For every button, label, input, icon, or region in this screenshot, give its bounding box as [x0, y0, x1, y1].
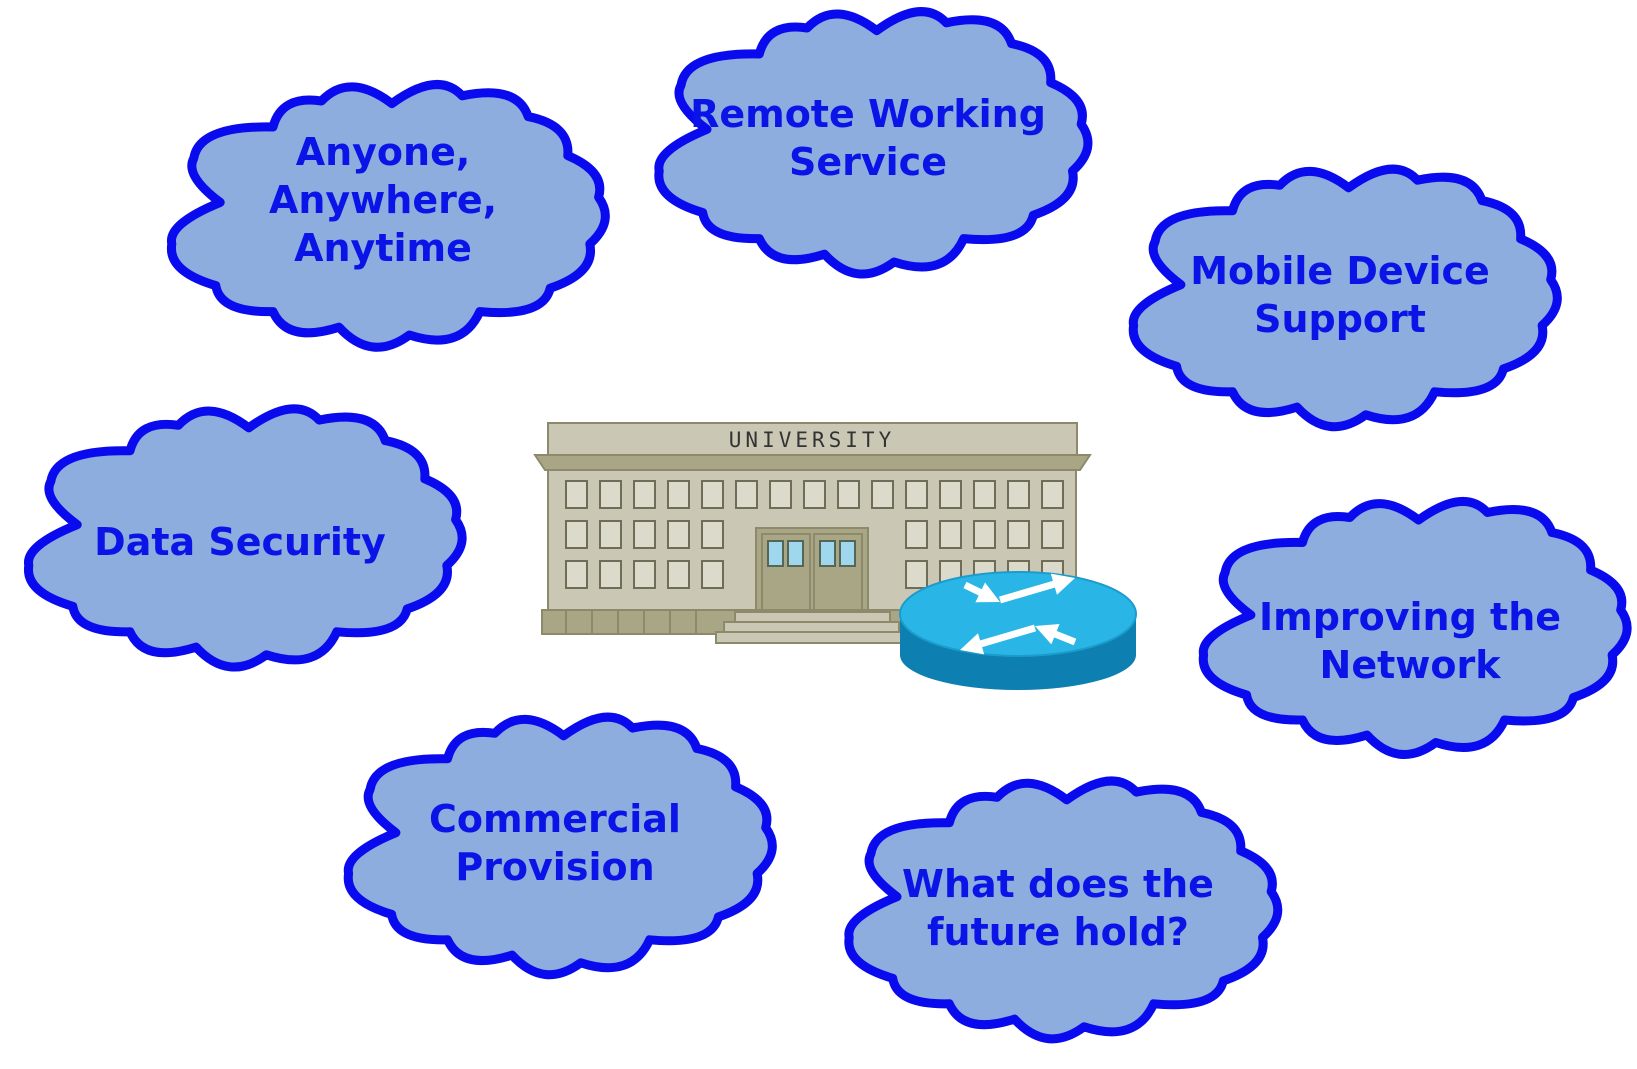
door-glass: [819, 540, 836, 567]
building-window: [565, 560, 588, 589]
cloud-label: Data Security: [94, 520, 386, 564]
building-window: [667, 480, 690, 509]
building-window: [633, 520, 656, 549]
building-window: [565, 520, 588, 549]
building-cornice: [533, 454, 1092, 471]
building-window: [599, 480, 622, 509]
cloud-label-line: Service: [789, 140, 947, 184]
building-window: [871, 480, 894, 509]
cloud-shape: [166, 80, 610, 352]
cloud-label-line: Remote Working: [690, 92, 1046, 136]
building-window: [939, 520, 962, 549]
cloud-shape: [24, 404, 467, 672]
cloud-label-line: Provision: [455, 845, 654, 889]
cloud-shape: [844, 776, 1283, 1044]
building-window: [667, 560, 690, 589]
building-window: [633, 480, 656, 509]
building-sign-band: [547, 422, 1078, 456]
building-window: [701, 560, 724, 589]
door-glass: [767, 540, 784, 567]
cloud-data-security: Data Security: [24, 404, 467, 672]
cloud-label-line: Anytime: [294, 226, 472, 270]
building-window: [1041, 480, 1064, 509]
building-window: [565, 480, 588, 509]
cloud-label-line: Mobile Device: [1190, 249, 1490, 293]
cloud-shape: [343, 712, 777, 980]
router-arrow-head: [975, 582, 1000, 603]
building-window: [905, 520, 928, 549]
building-window: [905, 480, 928, 509]
cloud-label-line: Anywhere,: [269, 178, 497, 222]
cloud-label-line: Commercial: [429, 797, 681, 841]
cloud-label: Anyone,Anywhere,Anytime: [269, 130, 497, 270]
cloud-shape: [1198, 497, 1632, 759]
cloud-label-line: Network: [1320, 643, 1502, 687]
cloud-shape: [1128, 164, 1562, 432]
building-window: [701, 480, 724, 509]
router-arrows-icon: [960, 573, 1077, 655]
building-window: [599, 520, 622, 549]
door-glass: [839, 540, 856, 567]
building-window: [1007, 520, 1030, 549]
cloud-label-line: What does the: [902, 862, 1214, 906]
router-arrow: [970, 624, 1036, 650]
building-window: [735, 480, 758, 509]
network-router-icon: [899, 571, 1137, 690]
building-window: [803, 480, 826, 509]
building-window: [667, 520, 690, 549]
building-step: [715, 631, 907, 644]
router-arrow: [999, 578, 1065, 604]
building-window: [701, 520, 724, 549]
building-window: [633, 560, 656, 589]
cloud-label-line: future hold?: [927, 910, 1189, 954]
router-arrow-head: [960, 633, 985, 655]
building-window: [905, 560, 928, 589]
router-top: [899, 571, 1137, 657]
building-window: [1041, 520, 1064, 549]
building-window: [939, 480, 962, 509]
cloud-label-line: Data Security: [94, 520, 386, 564]
cloud-label-line: Support: [1254, 297, 1426, 341]
door-glass: [787, 540, 804, 567]
building-window: [769, 480, 792, 509]
cloud-anyone: Anyone,Anywhere,Anytime: [166, 80, 610, 352]
cloud-label-line: Improving the: [1259, 595, 1561, 639]
building-window: [1007, 480, 1030, 509]
cloud-label-line: Anyone,: [296, 130, 471, 174]
building-window: [837, 480, 860, 509]
building-step: [734, 611, 891, 623]
router-arrow-head: [1035, 623, 1060, 645]
building-step: [723, 621, 900, 633]
router-arrow-head: [1050, 573, 1075, 595]
building-window: [973, 520, 996, 549]
building-sign-text: UNIVERSITY: [729, 428, 895, 452]
building-window: [599, 560, 622, 589]
building-window: [973, 480, 996, 509]
cloud-shape: [654, 7, 1093, 279]
